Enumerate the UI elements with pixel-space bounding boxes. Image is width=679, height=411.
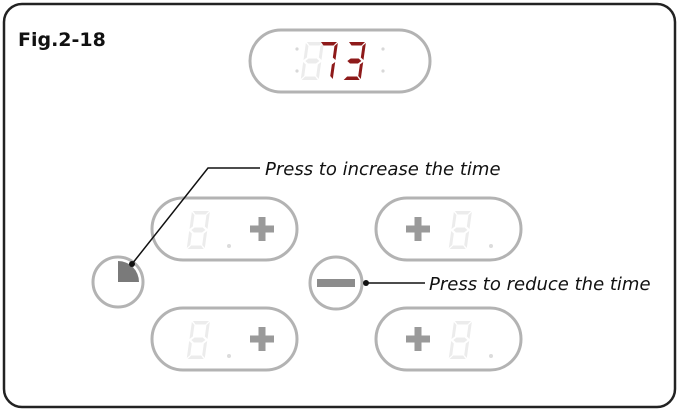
timer-display	[248, 28, 432, 94]
digit-segment-c	[202, 231, 208, 248]
digit-segment-c	[464, 231, 470, 248]
digit-segment-d	[301, 76, 318, 80]
digit-segment-d	[343, 76, 360, 80]
digit-segment-b	[466, 322, 472, 339]
digit-segment-g	[191, 227, 206, 233]
display-digit-ghost	[300, 42, 324, 80]
digit-segment-e	[448, 341, 454, 358]
zone-button-top-left[interactable]	[150, 196, 299, 262]
digit-segment-b	[204, 322, 210, 339]
digit-segment-a	[455, 321, 471, 325]
digit-segment-c	[202, 341, 208, 358]
callout-reduce-text: Press to reduce the time	[429, 274, 651, 295]
digit-segment-g	[191, 337, 206, 343]
digit-segment-f	[189, 322, 195, 339]
digit-segment-a	[193, 211, 209, 215]
plus-icon	[406, 327, 430, 351]
zone-digit-icon	[186, 321, 210, 359]
digit-segment-g	[453, 337, 468, 343]
digit-segment-f	[451, 212, 457, 229]
zone-digit-icon	[448, 211, 472, 249]
zone-button-bottom-right[interactable]	[374, 306, 523, 372]
digit-segment-d	[187, 245, 204, 249]
digit-segment-f	[189, 212, 195, 229]
display-digit-tens	[321, 42, 338, 79]
digit-segment-c	[330, 62, 336, 79]
digit-segment-f	[451, 322, 457, 339]
quarter-filled-circle-icon	[118, 261, 139, 282]
digit-segment-e	[186, 231, 192, 248]
callout-increase: Press to increase the time	[129, 159, 501, 267]
digit-segment-a	[193, 321, 209, 325]
digit-segment-b	[204, 212, 210, 229]
plus-icon	[250, 217, 274, 241]
digit-segment-a	[455, 211, 471, 215]
callout-reduce: Press to reduce the time	[363, 274, 651, 295]
digit-segment-g	[347, 58, 362, 64]
digit-segment-a	[349, 42, 365, 46]
plus-icon	[406, 217, 430, 241]
digit-segment-b	[360, 43, 366, 60]
display-digit-ones	[343, 42, 366, 80]
callout-increase-text: Press to increase the time	[265, 159, 501, 180]
digit-segment-e	[448, 231, 454, 248]
digit-segment-d	[449, 245, 466, 249]
figure-label: Fig.2-18	[18, 29, 106, 51]
digit-segment-g	[453, 227, 468, 233]
digit-segment-g	[305, 58, 320, 64]
minus-button[interactable]	[308, 255, 364, 311]
digit-segment-a	[307, 42, 323, 46]
digit-segment-c	[464, 341, 470, 358]
plus-icon	[250, 327, 274, 351]
digit-segment-a	[321, 42, 337, 46]
digit-segment-e	[300, 62, 306, 79]
zone-button-bottom-left[interactable]	[150, 306, 299, 372]
digit-segment-c	[358, 62, 364, 79]
digit-segment-f	[303, 43, 309, 60]
zone-button-top-right[interactable]	[374, 196, 523, 262]
zone-digit-icon	[186, 211, 210, 249]
digit-segment-b	[318, 43, 324, 60]
digit-segment-b	[466, 212, 472, 229]
digit-segment-c	[316, 62, 322, 79]
minus-icon	[317, 279, 355, 287]
display-dot-right	[381, 47, 385, 51]
digit-segment-d	[449, 355, 466, 359]
zone-digit-icon	[448, 321, 472, 359]
digit-segment-e	[186, 341, 192, 358]
display-dot-left	[295, 47, 299, 51]
timer-button[interactable]	[91, 255, 145, 309]
digit-segment-d	[187, 355, 204, 359]
digit-segment-b	[332, 43, 338, 60]
